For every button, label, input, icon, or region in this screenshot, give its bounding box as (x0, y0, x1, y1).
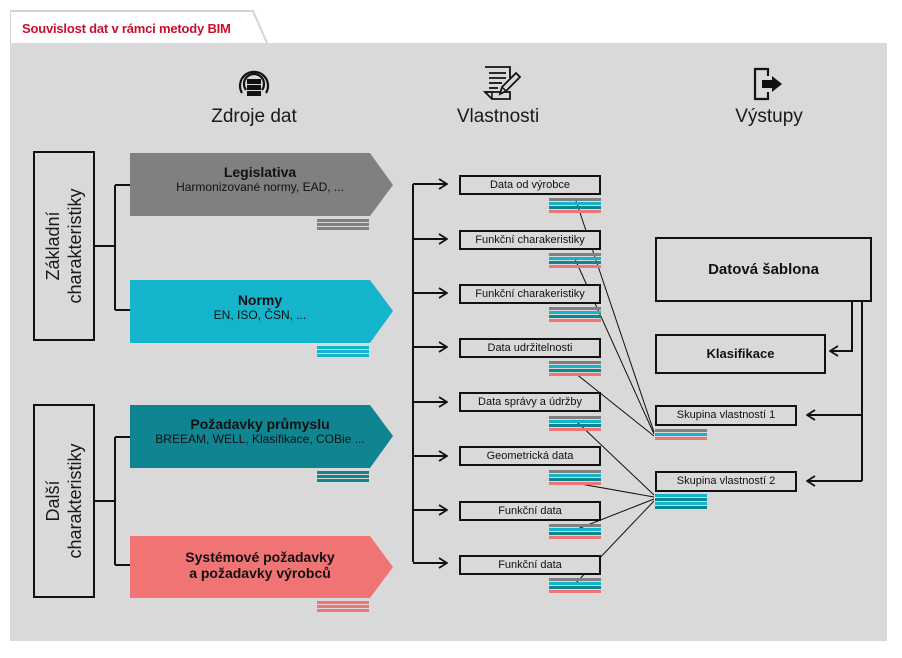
property-stripes (549, 416, 601, 432)
property-box: Funkční charakeristiky (459, 230, 601, 250)
source-arrow-legislation (130, 153, 393, 216)
property-box: Funkční charakeristiky (459, 284, 601, 304)
property-stripes (549, 307, 601, 323)
group-1-stripes (655, 429, 707, 441)
source-subtitle: Harmonizované normy, EAD, ... (176, 180, 344, 194)
export-icon (752, 66, 786, 107)
document-edit-icon (482, 64, 522, 109)
source-title: Normy (237, 292, 283, 308)
database-icon (236, 66, 272, 107)
stripe-legislation (317, 219, 369, 231)
group-other-characteristics: Další charakteristiky (33, 404, 95, 598)
source-title: Systémové požadavky (185, 549, 335, 565)
bracket-basic (95, 184, 130, 311)
title-tab: Souvislost dat v rámci metody BIM (10, 10, 268, 44)
source-subtitle: a požadavky výrobců (189, 565, 331, 581)
source-subtitle: BREEAM, WELL, Klasifikace, COBie ... (155, 432, 365, 446)
property-group-2-box: Skupina vlastností 2 (655, 471, 797, 492)
property-stripes (549, 361, 601, 377)
property-stripes (549, 198, 601, 214)
distribution-tree (412, 184, 447, 563)
column-header-properties: Vlastnosti (456, 106, 540, 127)
source-arrow-system (130, 536, 393, 598)
stripe-standards (317, 346, 369, 358)
title-tab-shape (10, 10, 268, 44)
source-system: Systémové požadavky a požadavky výrobců (140, 549, 380, 581)
property-stripes (549, 578, 601, 594)
source-legislation: Legislativa Harmonizované normy, EAD, ..… (140, 164, 380, 194)
stripe-industry (317, 471, 369, 483)
property-stripes (549, 470, 601, 486)
property-box: Data udržitelnosti (459, 338, 601, 358)
group-basic-characteristics: Základní charakteristiky (33, 151, 95, 341)
source-subtitle: EN, ISO, ČSN, ... (213, 308, 307, 322)
property-stripes (549, 253, 601, 269)
column-header-sources: Zdroje dat (211, 106, 297, 127)
page-title: Souvislost dat v rámci metody BIM (22, 21, 231, 36)
source-industry: Požadavky průmyslu BREEAM, WELL, Klasifi… (140, 416, 380, 446)
property-box: Geometrická data (459, 446, 601, 466)
property-box: Data od výrobce (459, 175, 601, 195)
data-template-box: Datová šablona (655, 237, 872, 302)
output-tree (807, 302, 863, 481)
source-arrow-standards (130, 280, 393, 343)
source-title: Legislativa (223, 164, 297, 180)
property-box: Funkční data (459, 501, 601, 521)
column-header-outputs: Výstupy (735, 106, 803, 127)
source-standards: Normy EN, ISO, ČSN, ... (140, 292, 380, 322)
property-group-1-box: Skupina vlastností 1 (655, 405, 797, 426)
stripe-system (317, 601, 369, 613)
property-box: Funkční data (459, 555, 601, 575)
bracket-other (95, 436, 130, 566)
property-box: Data správy a údržby (459, 392, 601, 412)
source-title: Požadavky průmyslu (190, 416, 330, 432)
source-arrow-industry (130, 405, 393, 468)
classification-box: Klasifikace (655, 334, 826, 374)
property-stripes (549, 524, 601, 540)
group-2-stripes (655, 494, 707, 510)
